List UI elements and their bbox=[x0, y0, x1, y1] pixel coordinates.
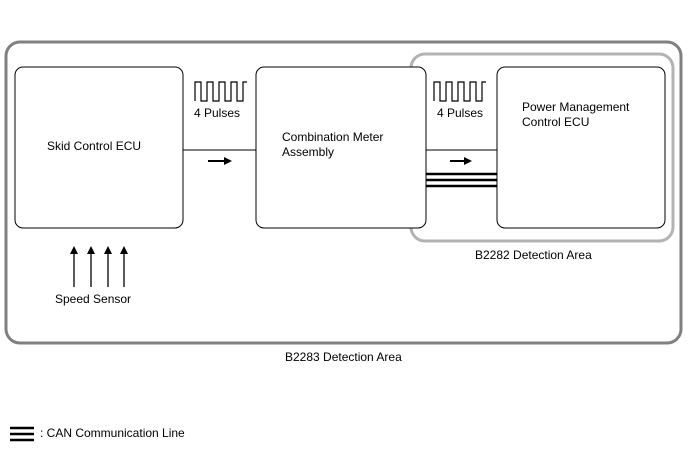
legend-can-line-symbol bbox=[10, 426, 34, 442]
combination-meter-label-line1: Combination Meter bbox=[282, 130, 383, 144]
pulse-waveform-right bbox=[433, 81, 486, 102]
skid-control-ecu-label: Skid Control ECU bbox=[47, 139, 141, 153]
skid-control-ecu-block: Skid Control ECU bbox=[14, 66, 184, 229]
pulses-label-left: 4 Pulses bbox=[194, 106, 240, 120]
can-communication-line bbox=[426, 172, 497, 188]
power-management-label-line2: Control ECU bbox=[522, 115, 589, 129]
pulse-waveform-left bbox=[194, 81, 247, 102]
speed-sensor-arrows bbox=[70, 246, 128, 287]
legend-can-line-label: : CAN Communication Line bbox=[40, 426, 185, 440]
b2282-detection-area-label: B2282 Detection Area bbox=[475, 248, 592, 262]
pulses-label-right: 4 Pulses bbox=[437, 106, 483, 120]
combination-meter-label-line2: Assembly bbox=[282, 145, 334, 159]
power-management-ecu-block: Power Management Control ECU bbox=[496, 66, 666, 229]
speed-sensor-label: Speed Sensor bbox=[55, 292, 131, 306]
combination-meter-block: Combination Meter Assembly bbox=[255, 66, 427, 229]
b2283-detection-area-label: B2283 Detection Area bbox=[285, 350, 402, 364]
b2283-detection-area-frame bbox=[4, 40, 683, 345]
power-management-label-line1: Power Management bbox=[522, 100, 630, 114]
